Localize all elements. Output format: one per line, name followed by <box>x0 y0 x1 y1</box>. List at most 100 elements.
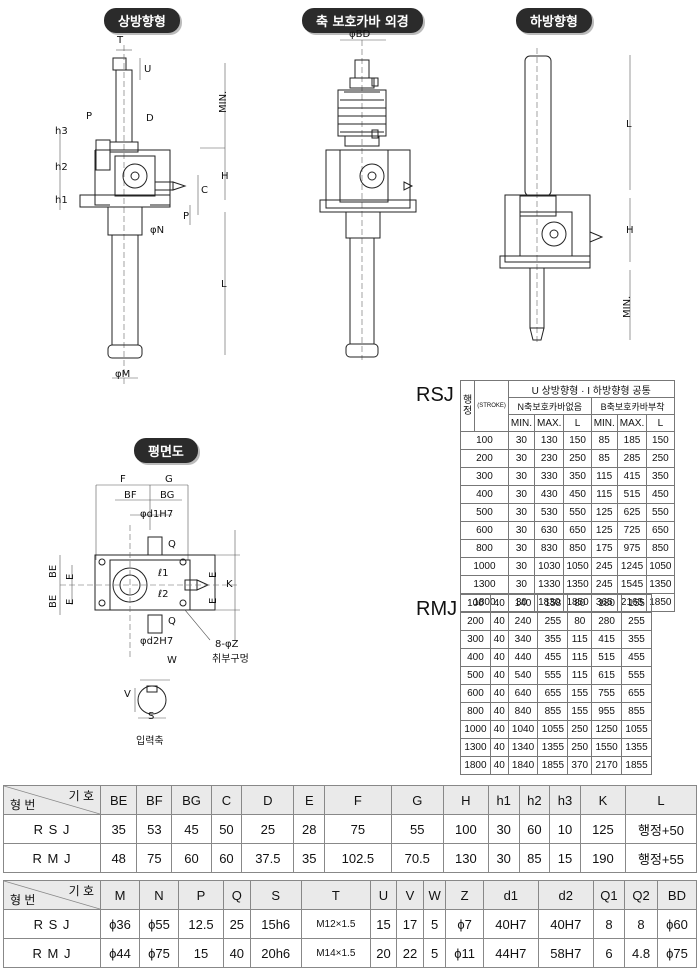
stroke-header: 행정 <box>459 380 476 432</box>
value-cell: 1340 <box>507 738 539 757</box>
label-phiN: φN <box>150 225 165 236</box>
value-cell: 15 <box>549 843 581 873</box>
value-cell: ϕ75 <box>656 938 698 968</box>
column-header: U <box>369 880 398 910</box>
label-P-bottom: P <box>183 211 190 222</box>
stroke-cell: 600 <box>460 684 491 703</box>
value-cell: 30 <box>507 449 535 468</box>
dt1-corner: 기 호 형 번 <box>3 785 101 815</box>
value-cell: 455 <box>621 648 652 667</box>
column-header: Q2 <box>624 880 658 910</box>
value-cell: 125 <box>590 503 618 522</box>
label-min-downward: MIN. <box>622 295 633 318</box>
value-cell: 850 <box>563 539 592 558</box>
value-cell: 행정+50 <box>625 814 697 844</box>
value-cell: 30 <box>507 503 535 522</box>
value-cell: 415 <box>591 630 623 649</box>
title-boot-exterior: 축 보호카바 외경 <box>302 8 423 33</box>
stroke-cell: 100 <box>460 431 509 450</box>
technical-drawings <box>59 39 631 719</box>
column-header: C <box>210 785 243 815</box>
value-cell: 85 <box>518 843 551 873</box>
value-cell: 250 <box>646 449 675 468</box>
label-S: S <box>148 711 155 722</box>
column-header: h2 <box>518 785 551 815</box>
value-cell: ϕ7 <box>445 909 484 939</box>
value-cell: 230 <box>533 449 565 468</box>
value-cell: 1545 <box>616 575 648 594</box>
value-cell: 20 <box>369 938 398 968</box>
value-cell: 1355 <box>537 738 569 757</box>
column-header: BD <box>656 880 698 910</box>
value-cell: 102.5 <box>324 843 392 873</box>
value-cell: 125 <box>590 521 618 540</box>
value-cell: 855 <box>537 702 569 721</box>
drawing-downward <box>499 48 631 345</box>
value-cell: 40 <box>489 612 509 631</box>
label-G: G <box>165 474 173 485</box>
value-cell: 115 <box>590 467 618 486</box>
value-cell: 440 <box>507 648 539 667</box>
value-cell: 725 <box>616 521 648 540</box>
value-cell: 650 <box>563 521 592 540</box>
dt2-corner-top: 기 호 <box>68 884 94 898</box>
value-cell: 8 <box>624 909 658 939</box>
value-cell: 10 <box>549 814 581 844</box>
value-cell: 100 <box>442 814 489 844</box>
value-cell: 430 <box>533 485 565 504</box>
value-cell: 40 <box>489 594 509 613</box>
value-cell: 115 <box>590 485 618 504</box>
stroke-cell: 500 <box>460 666 491 685</box>
value-cell: 30 <box>507 485 535 504</box>
column-header: h3 <box>549 785 581 815</box>
value-cell: 1550 <box>591 738 623 757</box>
value-cell: ϕ11 <box>445 938 484 968</box>
label-BF: BF <box>124 490 137 501</box>
value-cell: 4.8 <box>624 938 658 968</box>
value-cell: 55 <box>390 814 444 844</box>
value-cell: 1055 <box>537 720 569 739</box>
value-cell: 1050 <box>646 557 675 576</box>
value-cell: 40 <box>489 738 509 757</box>
value-cell: 115 <box>567 630 593 649</box>
value-cell: 30 <box>507 557 535 576</box>
model-cell: R M J <box>3 843 101 873</box>
value-cell: 840 <box>507 702 539 721</box>
value-cell: 555 <box>537 666 569 685</box>
label-BE-top: BE <box>48 564 59 578</box>
label-holes: 8-φZ <box>215 639 239 650</box>
label-E-top: E <box>65 573 76 580</box>
value-cell: 158 <box>537 594 569 613</box>
value-cell: 1250 <box>591 720 623 739</box>
stroke-cell: 1300 <box>460 738 491 757</box>
value-cell: 1245 <box>616 557 648 576</box>
drawing-plan-view <box>59 484 240 719</box>
value-cell: 30 <box>507 467 535 486</box>
b-header: B축보호카바부착 <box>590 397 675 415</box>
value-cell: 30 <box>487 814 520 844</box>
value-cell: 455 <box>537 648 569 667</box>
value-cell: 855 <box>621 702 652 721</box>
value-cell: 350 <box>563 467 592 486</box>
n-header: N축보호카바없음 <box>507 397 592 415</box>
label-min-upward: MIN. <box>218 90 229 113</box>
stroke-cell: 200 <box>460 612 491 631</box>
column-header: BE <box>99 785 138 815</box>
value-cell: 22 <box>396 938 424 968</box>
value-cell: 355 <box>537 630 569 649</box>
column-header: L <box>625 785 697 815</box>
column-header: K <box>579 785 627 815</box>
value-cell: 60 <box>210 843 243 873</box>
rmj-label: RMJ <box>416 598 458 620</box>
value-cell: 450 <box>563 485 592 504</box>
label-F: F <box>120 474 126 485</box>
